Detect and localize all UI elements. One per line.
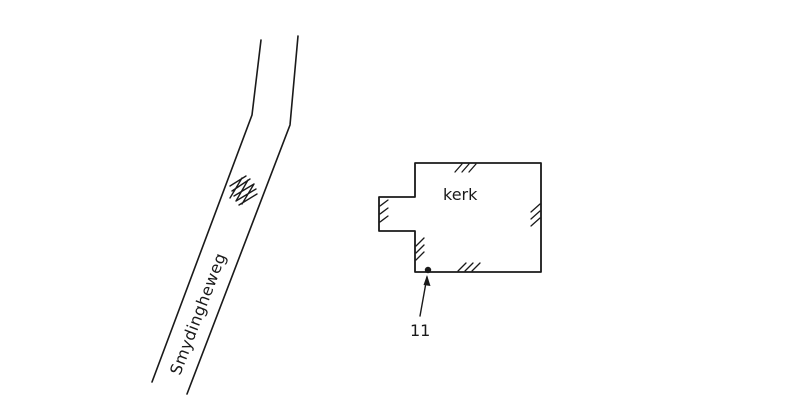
- road-edge-left: [151, 39, 262, 383]
- road-smydingheweg: [151, 35, 299, 395]
- wall-hatch-annex: [379, 199, 389, 223]
- wall-hatch-left: [415, 237, 425, 261]
- church-building: [378, 162, 542, 273]
- survey-point-marker: [424, 266, 432, 274]
- road-edge-right: [186, 35, 299, 395]
- pointer-arrow-head: [423, 275, 431, 286]
- street-name-label: Smydingheweg: [166, 250, 230, 377]
- point-number-label: 11: [410, 321, 430, 340]
- wall-hatch-right: [530, 203, 541, 227]
- building-label: kerk: [443, 185, 478, 204]
- road-hatch-symbol: [229, 175, 258, 206]
- wall-hatch-top: [454, 163, 477, 173]
- church-outline: [378, 162, 542, 273]
- wall-hatch-bottom: [457, 262, 481, 272]
